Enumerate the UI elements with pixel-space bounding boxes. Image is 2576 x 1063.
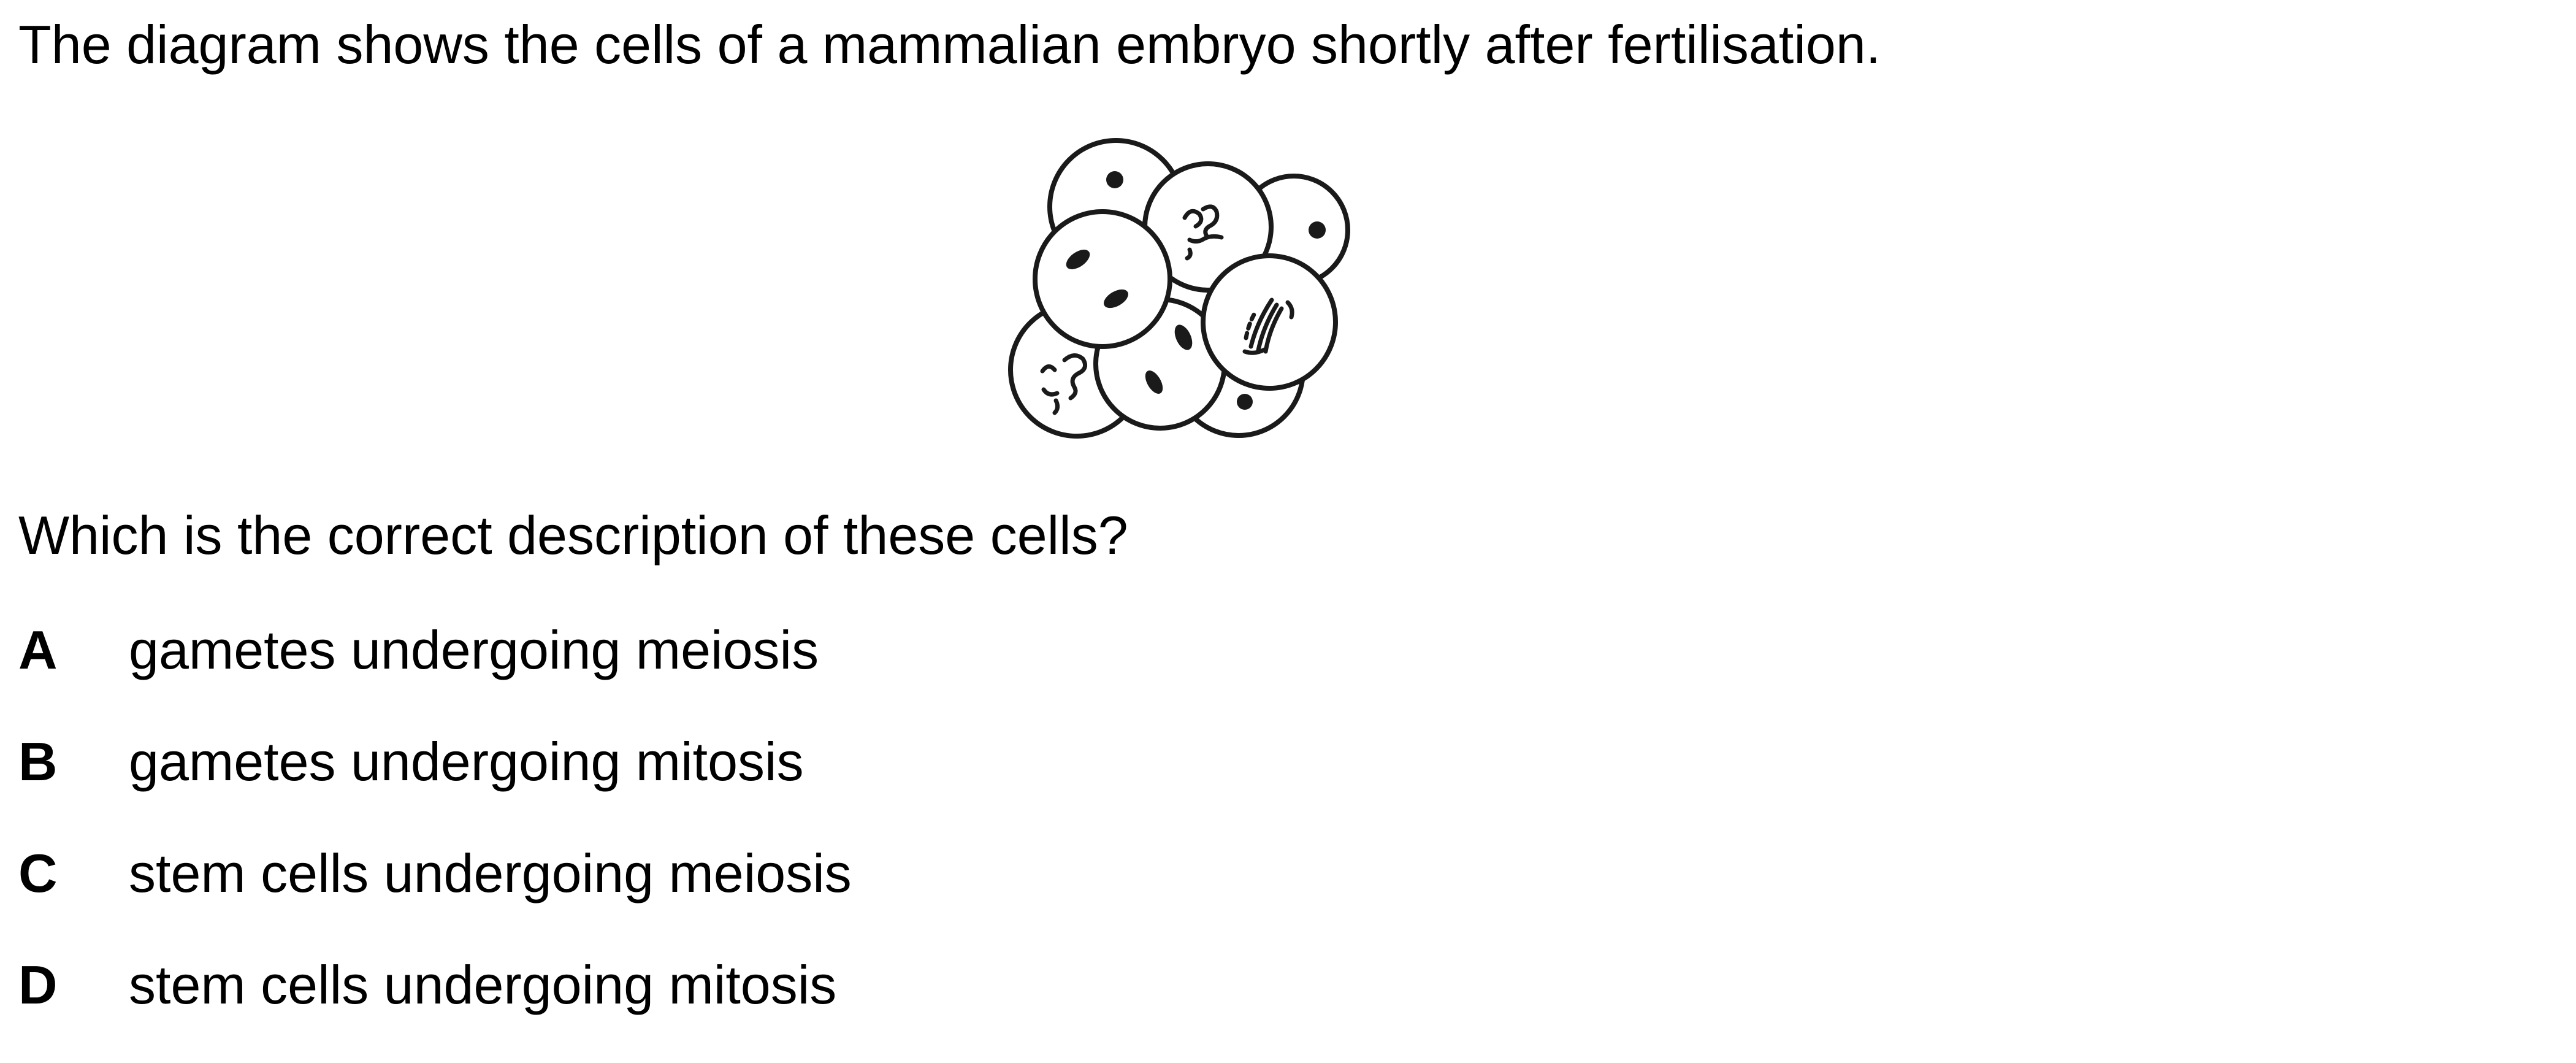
chromosome-strand [1185, 247, 1193, 261]
chromosome-strand [1182, 209, 1204, 229]
option-letter: A [18, 620, 58, 680]
chromosome-strand [1201, 204, 1220, 239]
nucleus-dot [1309, 221, 1326, 239]
nucleus-dot [1106, 171, 1123, 188]
option-text: stem cells undergoing mitosis [129, 954, 837, 1015]
chromosome [1145, 370, 1163, 394]
option-b[interactable]: B gametes undergoing mitosis [18, 728, 1490, 840]
option-a[interactable]: A gametes undergoing meiosis [18, 616, 1490, 728]
embryo-cell [1033, 209, 1172, 349]
spindle-fibre [1256, 302, 1279, 353]
option-text: gametes undergoing meiosis [129, 620, 819, 680]
option-c[interactable]: C stem cells undergoing meiosis [18, 840, 1490, 951]
option-text: stem cells undergoing meiosis [129, 843, 852, 904]
spindle-fibre [1242, 347, 1268, 355]
question-intro: The diagram shows the cells of a mammali… [18, 14, 1881, 75]
spindle-fibre [1285, 300, 1294, 320]
answer-options: A gametes undergoing meiosis B gametes u… [18, 616, 1490, 1063]
chromosome [1104, 289, 1128, 309]
embryo-diagram [1008, 138, 1350, 439]
chromosome [1174, 324, 1193, 350]
chromosome-strand [1040, 364, 1057, 374]
nucleus-dot [1237, 394, 1253, 410]
spindle-fibre [1244, 311, 1257, 340]
chromosome-strand [1052, 398, 1060, 415]
chromosome [1066, 250, 1090, 269]
chromosome-strand [1187, 234, 1224, 244]
option-d[interactable]: D stem cells undergoing mitosis [18, 951, 1490, 1063]
chromosome-strand [1062, 353, 1088, 401]
option-letter: B [18, 731, 58, 792]
question-stem: Which is the correct description of thes… [18, 505, 1128, 566]
option-letter: C [18, 843, 58, 904]
spindle-fibre [1248, 297, 1274, 349]
option-text: gametes undergoing mitosis [129, 731, 804, 792]
option-letter: D [18, 954, 58, 1015]
chromosome-strand [1041, 387, 1060, 397]
